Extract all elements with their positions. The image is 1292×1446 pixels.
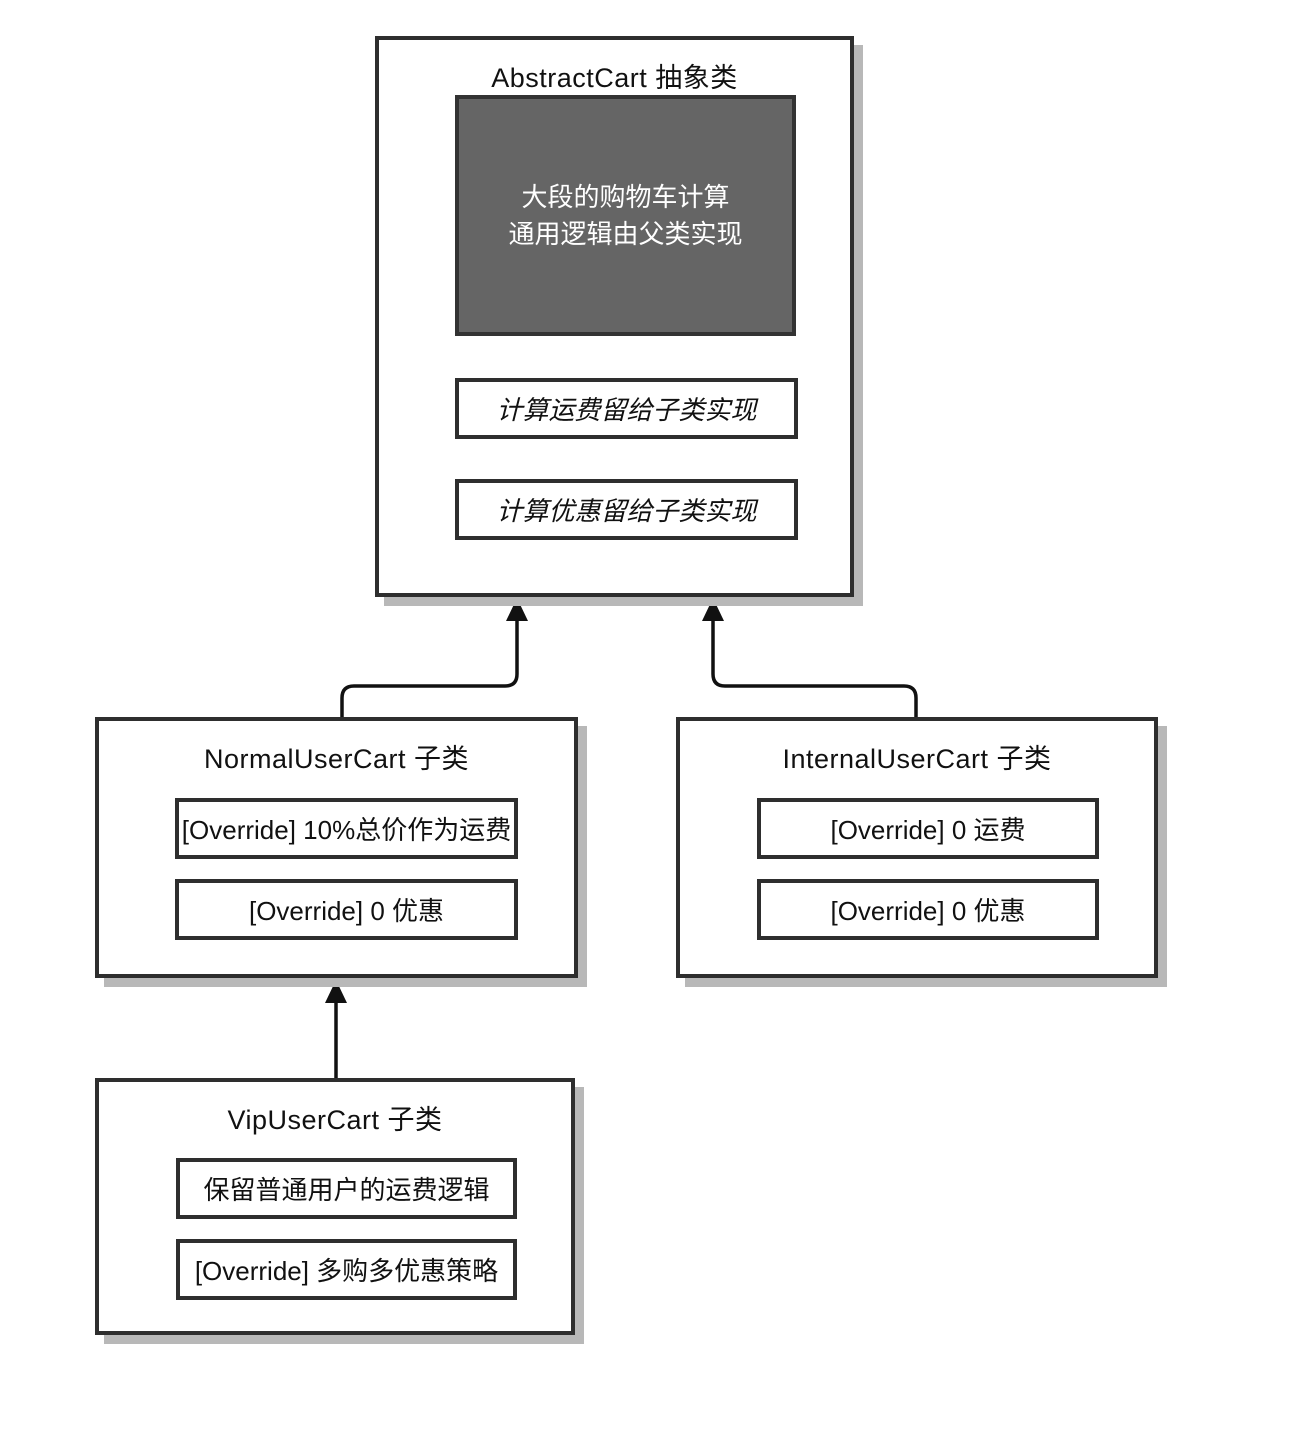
class-title-normalusercart: NormalUserCart 子类 xyxy=(203,744,470,774)
inheritance-line-internal-to-abstract xyxy=(711,618,918,717)
inheritance-arrowhead-internal-to-abstract-icon xyxy=(702,598,724,621)
inheritance-line-normal-to-abstract xyxy=(340,618,519,717)
inheritance-arrowhead-vip-to-normal-icon xyxy=(325,980,347,1003)
inheritance-arrowhead-normal-to-abstract-icon xyxy=(506,598,528,621)
normal-method-discount: [Override] 0 优惠 xyxy=(175,879,518,940)
class-box-vipusercart: VipUserCart 子类 保留普通用户的运费逻辑 [Override] 多购… xyxy=(95,1078,575,1335)
normal-method-shipping: [Override] 10%总价作为运费 xyxy=(175,798,518,859)
shared-logic-note-line2: 通用逻辑由父类实现 xyxy=(508,218,743,249)
class-box-normalusercart: NormalUserCart 子类 [Override] 10%总价作为运费 [… xyxy=(95,717,578,978)
shared-logic-note-line1: 大段的购物车计算 xyxy=(521,181,730,212)
class-title-vipusercart: VipUserCart 子类 xyxy=(227,1105,443,1135)
class-title-internalusercart: InternalUserCart 子类 xyxy=(782,744,1052,774)
class-title-abstractcart: AbstractCart 抽象类 xyxy=(491,63,738,93)
class-box-abstractcart: AbstractCart 抽象类 大段的购物车计算 通用逻辑由父类实现 计算运费… xyxy=(375,36,854,597)
internal-method-shipping: [Override] 0 运费 xyxy=(757,798,1099,859)
shared-logic-note: 大段的购物车计算 通用逻辑由父类实现 xyxy=(455,95,796,336)
vip-method-shipping: 保留普通用户的运费逻辑 xyxy=(176,1158,517,1219)
class-box-internalusercart: InternalUserCart 子类 [Override] 0 运费 [Ove… xyxy=(676,717,1158,978)
abstract-method-shipping: 计算运费留给子类实现 xyxy=(455,378,798,439)
vip-method-discount: [Override] 多购多优惠策略 xyxy=(176,1239,517,1300)
abstract-method-discount: 计算优惠留给子类实现 xyxy=(455,479,798,540)
internal-method-discount: [Override] 0 优惠 xyxy=(757,879,1099,940)
